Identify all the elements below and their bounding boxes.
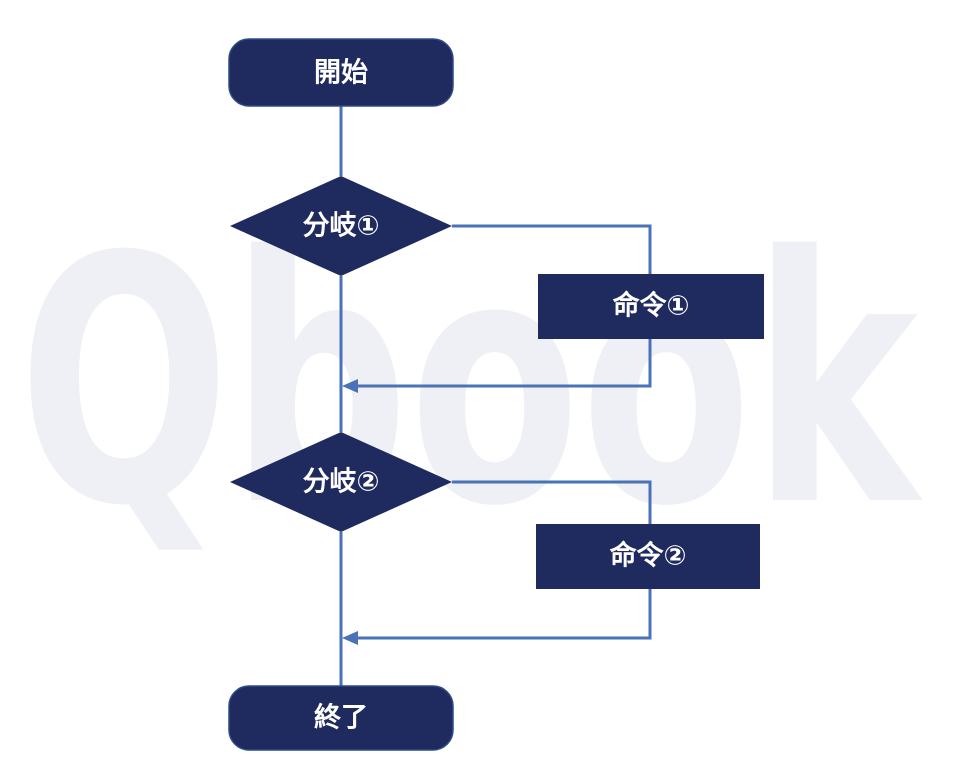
- branch2-label: 分岐②: [303, 467, 380, 498]
- watermark-text: Qbook: [18, 185, 924, 581]
- command1-node: 命令①: [538, 274, 764, 339]
- end-terminal-shape: [228, 685, 454, 751]
- connector-command2-merge: [356, 589, 652, 640]
- branch2-diamond: [230, 432, 452, 532]
- end-node: 終了: [228, 685, 454, 751]
- branch1-diamond: [230, 176, 452, 276]
- end-label: 終了: [314, 702, 368, 734]
- arrowhead-merge2: [342, 631, 358, 645]
- command1-box: [538, 274, 764, 339]
- connector-branch1-command1: [452, 224, 652, 274]
- start-label: 開始: [314, 57, 368, 89]
- watermark: Qbook: [18, 185, 924, 581]
- command2-box: [536, 524, 760, 589]
- command2-label: 命令②: [610, 540, 687, 572]
- connectors: [339, 106, 652, 686]
- connector-command1-merge: [356, 339, 652, 388]
- branch1-node: 分岐①: [230, 176, 452, 276]
- arrowhead-merge1: [342, 379, 358, 393]
- start-terminal-shape: [228, 38, 454, 107]
- branch1-label: 分岐①: [303, 211, 380, 242]
- connector-branch2-command2: [452, 480, 652, 524]
- command2-node: 命令②: [536, 524, 760, 589]
- branch2-node: 分岐②: [230, 432, 452, 532]
- start-node: 開始: [228, 38, 454, 107]
- command1-label: 命令①: [613, 290, 690, 322]
